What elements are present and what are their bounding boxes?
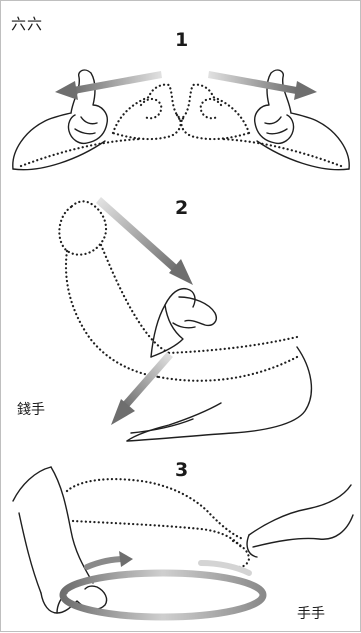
arrow-right-icon xyxy=(208,71,317,100)
step-1-figure xyxy=(13,70,349,170)
arrow-curved-icon xyxy=(63,551,263,617)
arrow-down-icon xyxy=(111,352,173,425)
arrow-left-icon xyxy=(55,71,162,100)
step-2-figure xyxy=(59,197,311,441)
step-3-figure xyxy=(13,467,353,617)
arrow-down-icon xyxy=(96,197,193,285)
